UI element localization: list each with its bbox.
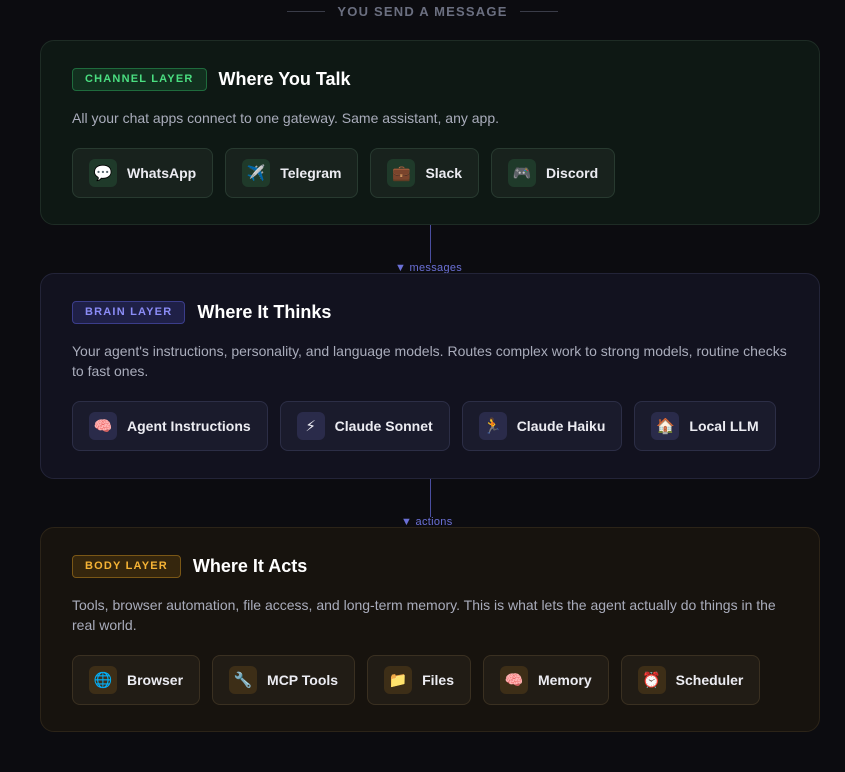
brain-layer-header: BRAIN LAYER Where It Thinks [72, 300, 788, 324]
chip-label: Files [422, 672, 454, 688]
chip-label: Agent Instructions [127, 418, 251, 434]
channel-layer: CHANNEL LAYER Where You Talk All your ch… [40, 40, 820, 225]
connector-label: ▼ actions [401, 516, 453, 528]
body-layer-title: Where It Acts [192, 555, 308, 576]
body-layer-badge: BODY LAYER [72, 554, 181, 578]
chip-memory[interactable]: 🧠 Memory [482, 655, 609, 705]
house-icon: 🏠 [651, 412, 680, 440]
chip-label: Browser [127, 672, 184, 688]
chip-whatsapp[interactable]: 💬 WhatsApp [72, 148, 214, 198]
chip-telegram[interactable]: ✈️ Telegram [225, 148, 359, 198]
channel-chip-list: 💬 WhatsApp ✈️ Telegram 💼 Slack 🎮 Discord [72, 148, 788, 198]
alarm-clock-icon: ⏰ [637, 666, 666, 694]
airplane-icon: ✈️ [242, 159, 271, 187]
chip-label: Slack [425, 165, 463, 181]
body-layer: BODY LAYER Where It Acts Tools, browser … [40, 527, 820, 732]
brain-layer: BRAIN LAYER Where It Thinks Your agent's… [40, 273, 820, 479]
brain-layer-title: Where It Thinks [197, 301, 332, 322]
gamepad-icon: 🎮 [508, 159, 537, 187]
chip-label: MCP Tools [267, 672, 339, 688]
connector-label: ▼ messages [395, 262, 463, 274]
channel-layer-header: CHANNEL LAYER Where You Talk [72, 67, 788, 91]
lightning-icon: ⚡ [296, 412, 325, 440]
brain-layer-description: Your agent's instructions, personality, … [72, 343, 787, 379]
chip-label: Telegram [280, 165, 342, 181]
folder-icon: 📁 [384, 666, 413, 694]
chip-local-llm[interactable]: 🏠 Local LLM [634, 401, 776, 451]
chip-label: Local LLM [689, 418, 759, 434]
runner-icon: 🏃 [478, 412, 507, 440]
body-layer-header: BODY LAYER Where It Acts [72, 554, 788, 578]
brain-icon: 🧠 [89, 412, 117, 440]
chip-files[interactable]: 📁 Files [367, 655, 471, 705]
chip-claude-haiku[interactable]: 🏃 Claude Haiku [461, 401, 623, 451]
chip-label: Scheduler [675, 672, 744, 688]
channel-layer-title: Where You Talk [218, 68, 351, 89]
chip-slack[interactable]: 💼 Slack [370, 148, 480, 198]
connector-line [430, 479, 431, 517]
wrench-icon: 🔧 [229, 666, 258, 694]
chip-label: Claude Haiku [516, 418, 606, 434]
divider-left [287, 11, 326, 12]
chip-scheduler[interactable]: ⏰ Scheduler [620, 655, 761, 705]
brain-layer-badge: BRAIN LAYER [72, 300, 186, 324]
chip-agent-instructions[interactable]: 🧠 Agent Instructions [72, 401, 268, 451]
brain-chip-list: 🧠 Agent Instructions ⚡ Claude Sonnet 🏃 C… [72, 401, 788, 451]
channel-layer-description: All your chat apps connect to one gatewa… [72, 110, 499, 126]
chip-label: Discord [546, 165, 599, 181]
body-layer-description: Tools, browser automation, file access, … [72, 597, 776, 633]
brain-icon: 🧠 [499, 666, 528, 694]
top-label-text: YOU SEND A MESSAGE [337, 4, 508, 19]
divider-right [519, 11, 558, 12]
chip-label: Memory [537, 672, 592, 688]
chip-mcp-tools[interactable]: 🔧 MCP Tools [212, 655, 356, 705]
briefcase-icon: 💼 [387, 159, 416, 187]
connector-line [430, 225, 431, 263]
chip-claude-sonnet[interactable]: ⚡ Claude Sonnet [279, 401, 450, 451]
body-chip-list: 🌐 Browser 🔧 MCP Tools 📁 Files 🧠 Memory ⏰… [72, 655, 788, 705]
chip-label: Claude Sonnet [334, 418, 433, 434]
chip-browser[interactable]: 🌐 Browser [72, 655, 201, 705]
top-label: YOU SEND A MESSAGE [0, 4, 845, 19]
speech-bubble-icon: 💬 [89, 159, 117, 187]
globe-icon: 🌐 [89, 666, 117, 694]
chip-discord[interactable]: 🎮 Discord [491, 148, 616, 198]
chip-label: WhatsApp [127, 165, 197, 181]
channel-layer-badge: CHANNEL LAYER [72, 67, 207, 91]
